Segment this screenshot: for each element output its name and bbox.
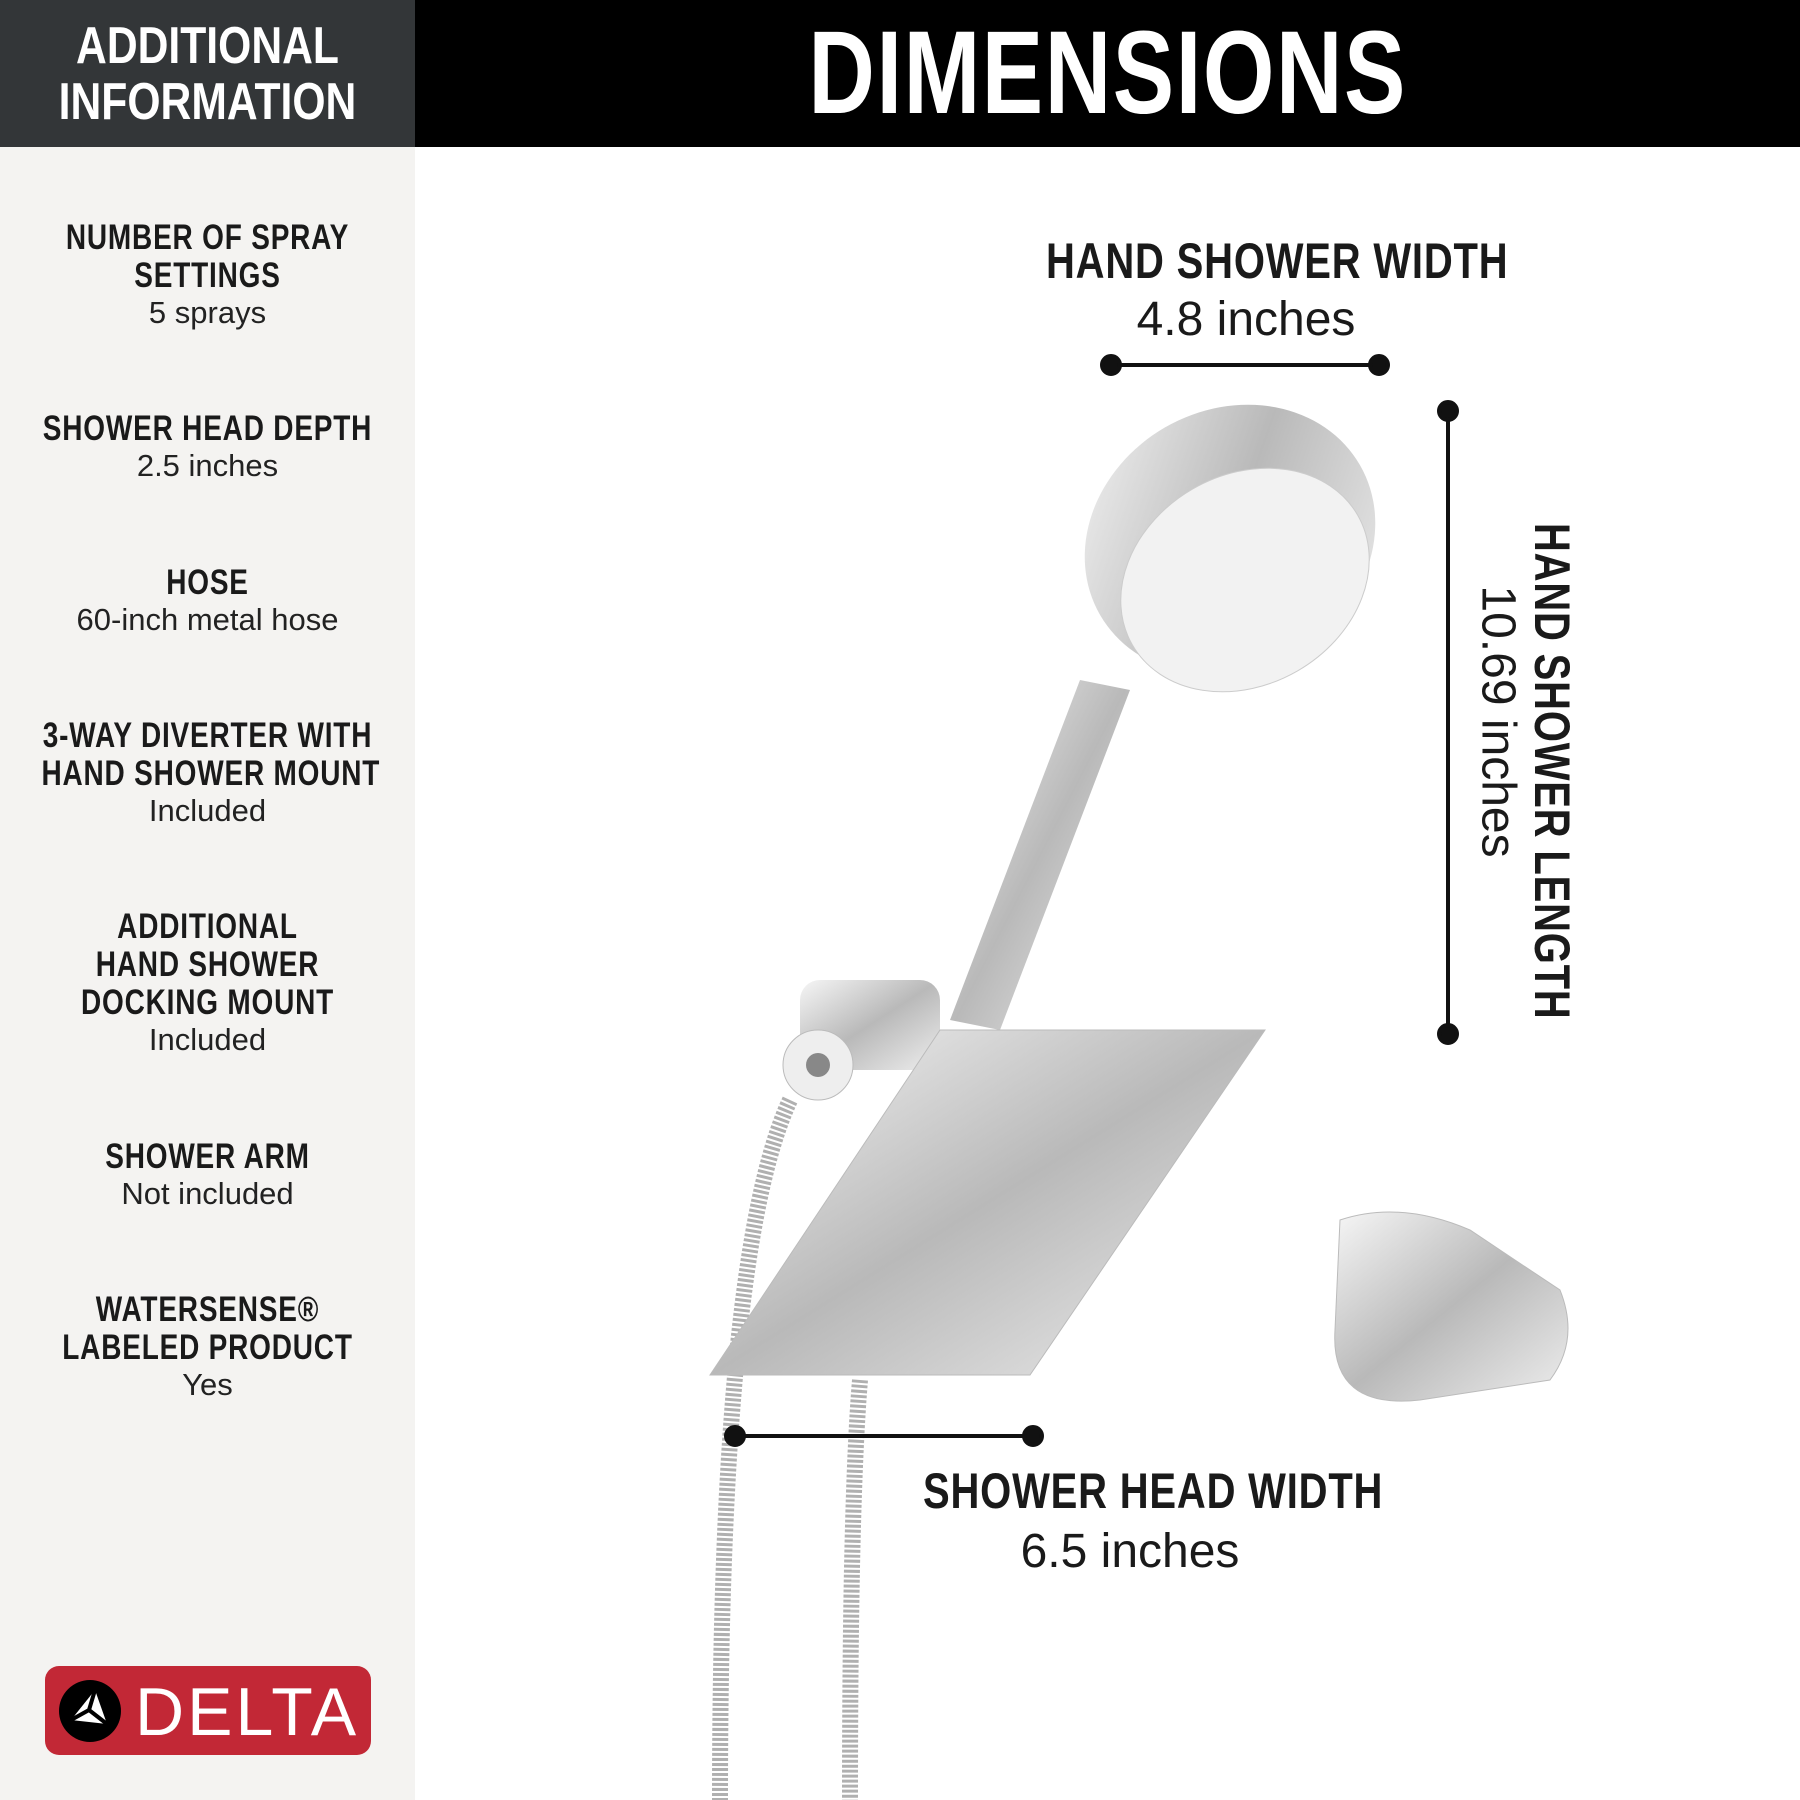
spec-label: SHOWER ARM <box>105 1137 310 1176</box>
square-shower-head <box>709 1029 1266 1376</box>
spec-label: HAND SHOWER MOUNT <box>41 754 381 793</box>
spec-label: ADDITIONAL <box>117 907 298 946</box>
shower-head-width-label: SHOWER HEAD WIDTH <box>923 1463 1384 1519</box>
spec-value: Not included <box>121 1176 294 1211</box>
spec-label: HAND SHOWER <box>95 945 320 984</box>
spec-value: 60-inch metal hose <box>76 602 339 637</box>
hand-shower-holder <box>1334 1211 1569 1402</box>
spec-label: LABELED PRODUCT <box>62 1328 353 1367</box>
spec-value: Included <box>148 793 267 828</box>
dimension-lines <box>724 354 1459 1447</box>
diverter <box>782 980 940 1101</box>
spec-label: HOSE <box>166 563 249 602</box>
hand-shower <box>950 404 1376 1030</box>
hand-shower-length-label: HAND SHOWER LENGTH <box>1524 523 1580 1020</box>
info-sidebar: ADDITIONAL INFORMATION NUMBER OF SPRAY S… <box>0 0 415 1800</box>
delta-triangle-icon <box>59 1680 121 1742</box>
spec-value: 5 sprays <box>148 295 267 330</box>
spec-label: SETTINGS <box>134 256 281 295</box>
spec-label: SHOWER HEAD DEPTH <box>42 409 373 448</box>
spec-label: NUMBER OF SPRAY <box>65 218 350 257</box>
hand-shower-width-label: HAND SHOWER WIDTH <box>1046 233 1509 289</box>
spec-value: 2.5 inches <box>136 448 279 483</box>
hand-shower-width-value: 4.8 inches <box>1136 293 1356 346</box>
hand-shower-length-value: 10.69 inches <box>1471 585 1525 858</box>
spec-label: WATERSENSE® <box>95 1290 320 1329</box>
sidebar-title-line: ADDITIONAL <box>76 17 339 75</box>
sidebar-title: ADDITIONAL INFORMATION <box>0 0 415 147</box>
spec-label: DOCKING MOUNT <box>80 983 335 1022</box>
spec-value: Yes <box>182 1367 233 1402</box>
sidebar-title-line: INFORMATION <box>58 73 357 131</box>
delta-wordmark: DELTA <box>135 1674 360 1750</box>
delta-logo: DELTA <box>45 1666 371 1755</box>
shower-head-width-value: 6.5 inches <box>1020 1525 1240 1578</box>
spec-label: 3-WAY DIVERTER WITH <box>42 716 373 755</box>
page-title: DIMENSIONS <box>808 7 1407 139</box>
spec-value: Included <box>148 1022 267 1057</box>
page-header: DIMENSIONS <box>415 0 1800 147</box>
